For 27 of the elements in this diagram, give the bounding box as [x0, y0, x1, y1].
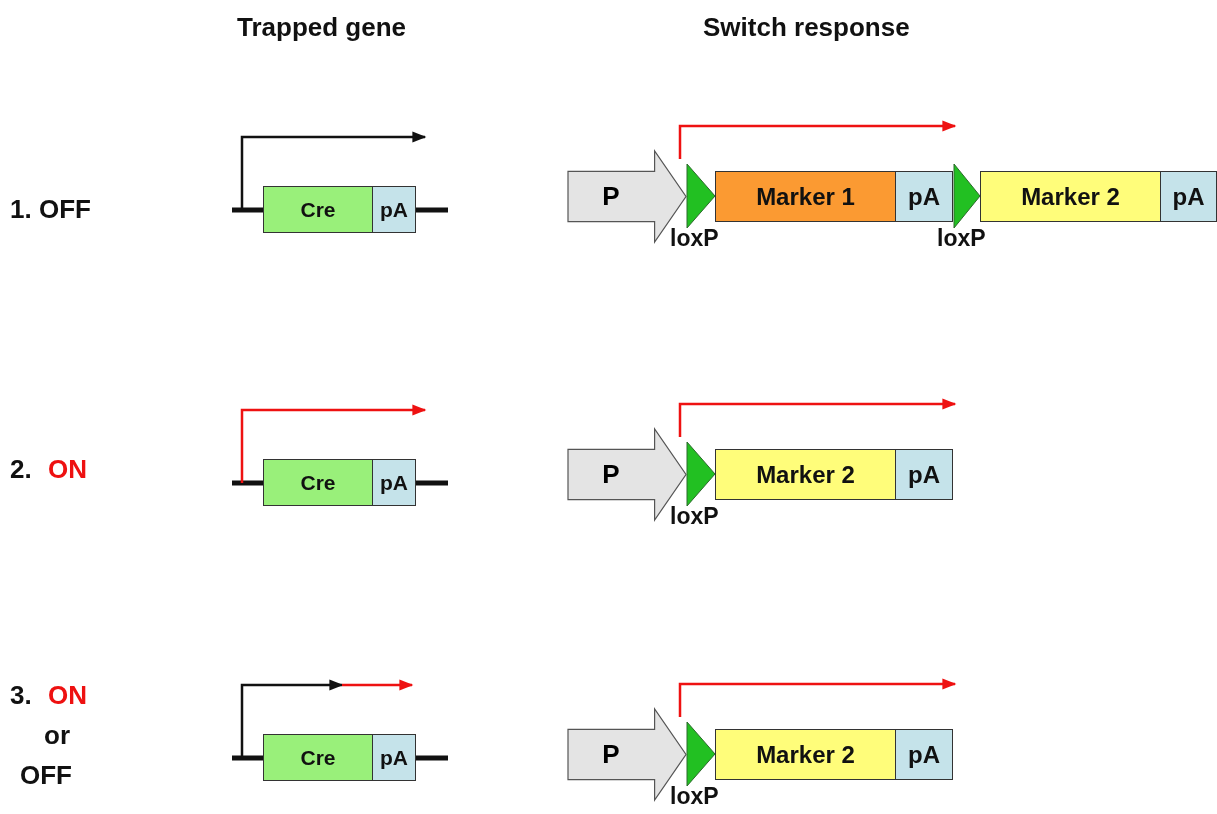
gene-segment-box: pA [372, 186, 416, 233]
site-label: loxP [670, 503, 719, 530]
state-label: ON [48, 680, 87, 711]
gene-segment-box: Cre [263, 186, 373, 233]
gene-segment-box: Marker 1 [715, 171, 896, 222]
gene-segment-box: pA [1160, 171, 1217, 222]
state-label: ON [48, 454, 87, 485]
state-label: or [44, 720, 70, 751]
state-label: 1. OFF [10, 194, 91, 225]
state-label: OFF [20, 760, 72, 791]
site-label: loxP [670, 225, 719, 252]
gene-segment-box: pA [372, 459, 416, 506]
gene-segment-box: Marker 2 [715, 449, 896, 500]
gene-segment-box: Marker 2 [715, 729, 896, 780]
column-heading: Trapped gene [237, 12, 407, 43]
state-label: 3. [10, 680, 32, 711]
gene-segment-box: Cre [263, 459, 373, 506]
site-label: loxP [670, 783, 719, 810]
gene-segment-box: pA [372, 734, 416, 781]
gene-segment-box: pA [895, 171, 953, 222]
gene-segment-box: Cre [263, 734, 373, 781]
column-heading: Switch response [703, 12, 910, 43]
gene-segment-box: pA [895, 449, 953, 500]
gene-segment-box: pA [895, 729, 953, 780]
state-label: 2. [10, 454, 32, 485]
site-label: loxP [937, 225, 986, 252]
gene-segment-box: Marker 2 [980, 171, 1161, 222]
